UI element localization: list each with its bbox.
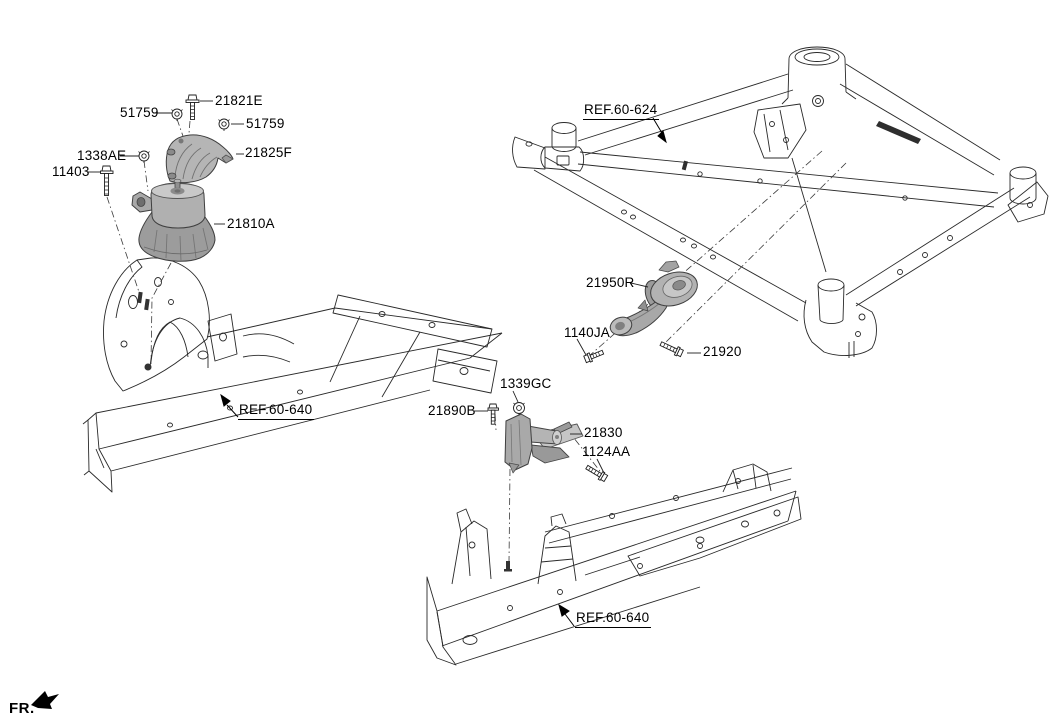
part-21830-transmission-mount [504,413,584,474]
side-member-drawing-bottom [426,463,802,666]
crossmember-drawing [512,46,1049,358]
part-21825F-bracket [165,134,234,184]
part-label-51759-upper: 51759 [120,105,159,120]
nut-51759-upper [171,108,183,121]
nut-51759-right [218,118,230,131]
fasteners [100,94,684,483]
part-label-1140JA: 1140JA [564,325,610,340]
side-member-drawing-left [82,257,503,493]
bolt-11403 [100,165,114,196]
bolt-21821E [185,94,200,120]
ref-link-60-640-upper[interactable]: REF.60-640 [238,403,315,420]
leader-lines [87,100,701,474]
part-label-21890B: 21890B [428,403,476,418]
subframe-studs [681,121,921,171]
part-label-1124AA: 1124AA [582,444,631,459]
frame-studs [137,291,152,371]
part-21950R-roll-rod [609,260,698,337]
bolt-1124AA [585,464,609,483]
bolt-1140JA [583,349,605,364]
part-label-11403: 11403 [52,164,90,179]
part-label-21825F: 21825F [245,145,292,160]
assembly-centerlines [106,118,847,563]
bolt-21920 [659,341,684,358]
part-label-21821E: 21821E [215,93,263,108]
nut-1338AE [138,150,150,163]
part-label-21810A: 21810A [227,216,275,231]
part-label-21830: 21830 [584,425,623,440]
bottom-frame-stud [504,561,512,572]
part-label-21920: 21920 [703,344,742,359]
nut-1339GC [513,402,525,416]
ref-link-60-640-lower[interactable]: REF.60-640 [575,611,652,628]
part-label-21950R: 21950R [586,275,635,290]
part-label-51759-right: 51759 [246,116,285,131]
part-label-1339GC: 1339GC [500,376,552,391]
part-label-1338AE: 1338AE [77,148,127,163]
fr-label: FR. [9,700,35,717]
ref-arrows [220,117,667,627]
part-21810A-engine-mount [131,178,216,262]
bolt-21890B [487,403,499,425]
fr-direction-arrow [31,691,59,709]
ref-link-60-624[interactable]: REF.60-624 [583,103,660,120]
